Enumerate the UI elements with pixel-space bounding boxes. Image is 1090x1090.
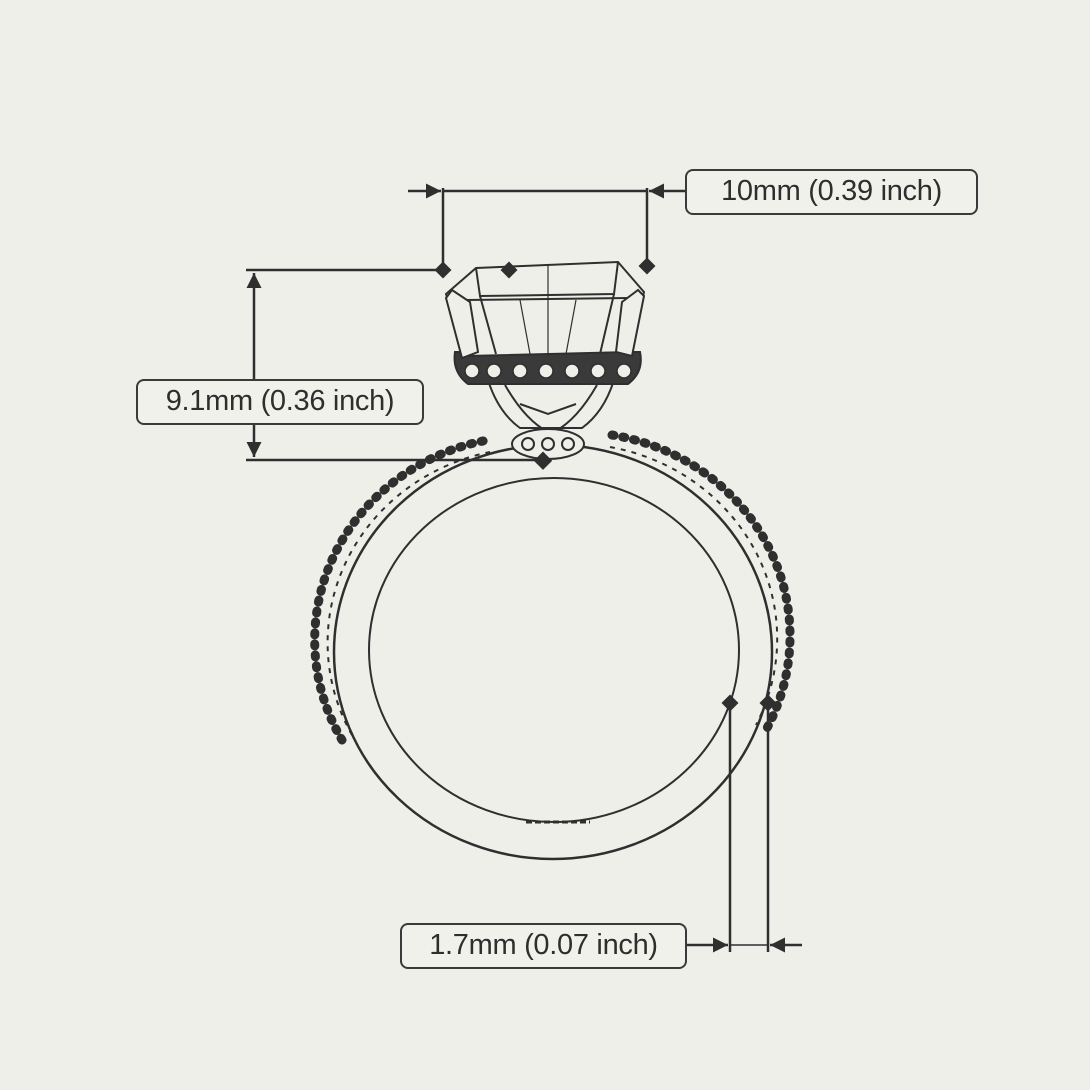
ring-band (310, 430, 795, 861)
point-band-outer (759, 694, 777, 712)
band-dimension (687, 703, 802, 953)
setting (444, 260, 646, 460)
point-stone-right (638, 257, 656, 275)
prong-left (444, 288, 480, 360)
reference-points (434, 257, 777, 712)
point-band-inner (721, 694, 739, 712)
prong-right (614, 288, 646, 358)
point-stone-left (434, 261, 452, 279)
band-inner-edge (368, 477, 740, 823)
band-outer-edge (332, 443, 774, 861)
point-stone-mid (500, 261, 518, 279)
band-width-dimension-label: 1.7mm (0.07 inch) (400, 923, 687, 969)
width-dimension (408, 183, 685, 272)
band-pave-row (310, 430, 795, 745)
height-dimension (246, 268, 544, 462)
height-dimension-label: 9.1mm (0.36 inch) (136, 379, 424, 425)
width-dimension-label: 10mm (0.39 inch) (685, 169, 978, 215)
setting-basket (486, 379, 616, 429)
halo-stones (464, 363, 632, 379)
band-pave-row-inner (326, 446, 779, 736)
point-setting-base (533, 451, 553, 470)
